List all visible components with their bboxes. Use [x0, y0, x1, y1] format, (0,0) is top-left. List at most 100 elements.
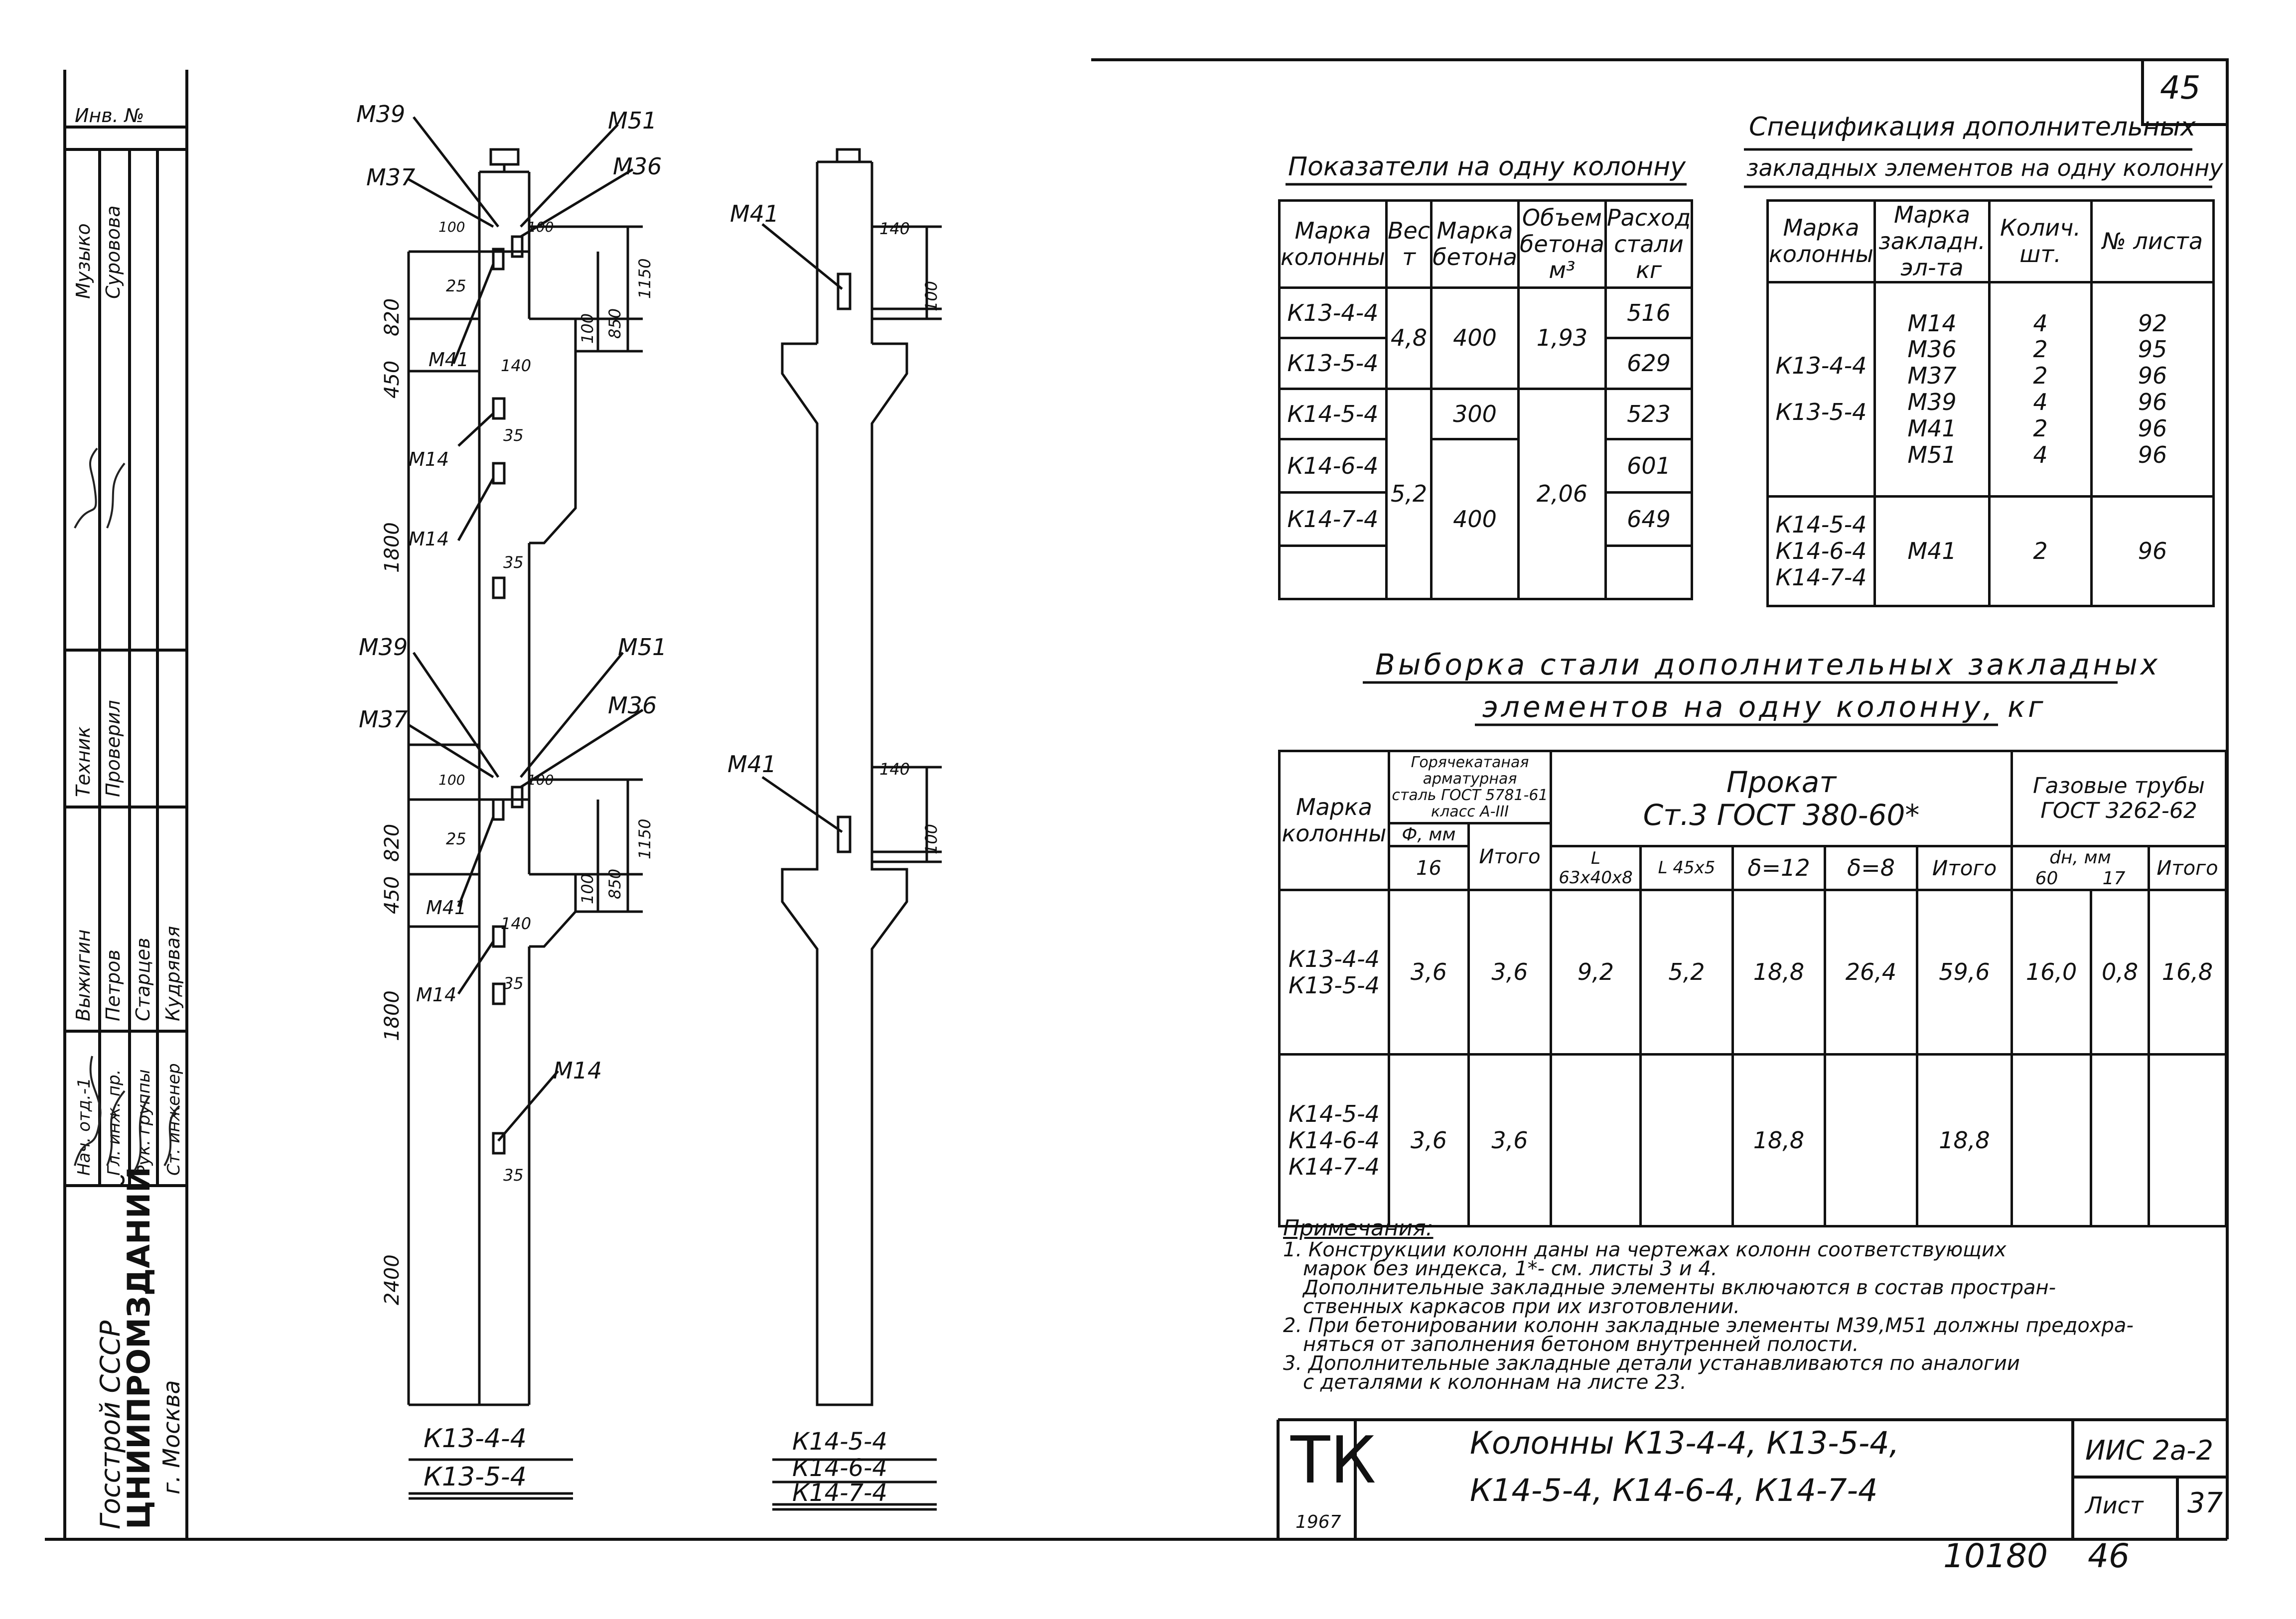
embedded-element-label: М37	[366, 164, 415, 191]
steel-row1-cell: 26,4	[1824, 889, 1918, 1056]
embedded-element-label: М39	[359, 634, 408, 661]
steel-header-rebar-line: класс А-III	[1431, 803, 1509, 820]
spec-element: М41	[1907, 415, 1957, 442]
steel-row1-cell: 0,8	[2090, 889, 2150, 1056]
spec-group1-elements: М14 М36 М37 М39 М41 М51	[1873, 280, 1991, 498]
indicators-header: Марка колонны	[1278, 199, 1388, 289]
embedded-element-label: М41	[730, 200, 779, 227]
embedded-element-label: М14	[409, 528, 449, 550]
organization-name: г. Москва	[158, 1380, 185, 1494]
embedded-element-label: М36	[608, 692, 657, 719]
stamp-name: Старцев	[132, 938, 154, 1021]
spec-qty: 2	[2033, 336, 2048, 363]
embedded-element-label: М36	[613, 153, 662, 180]
indicators-steel: 601	[1604, 438, 1694, 494]
column-caption: К13-5-4	[424, 1462, 527, 1492]
note-line: марок без индекса, 1*- см. листы 3 и 4.	[1303, 1257, 1718, 1280]
indicators-table: Марка колонны Вес т Марка бетона Объем б…	[1278, 199, 1694, 601]
steel-header-rebar-line: сталь ГОСТ 5781-61	[1392, 787, 1548, 804]
embedded-element-label: М14	[409, 448, 449, 470]
note-line: с деталями к колоннам на листе 23.	[1303, 1371, 1687, 1394]
stamp-name: Суровова	[102, 205, 124, 299]
dimension-label: 140	[879, 219, 910, 238]
note-line: 1. Конструкции колонн даны на чертежах к…	[1283, 1238, 2007, 1261]
indicators-concrete: 300	[1430, 387, 1520, 441]
stamp-role: Ст. инженер	[164, 1063, 184, 1176]
embedded-element-label: М51	[608, 107, 657, 134]
organization-name: Госстрой СССР	[95, 1320, 126, 1529]
spec-header: № листа	[2090, 199, 2215, 283]
steel-header-rebar-line: арматурная	[1423, 770, 1517, 788]
steel-title-line2: элементов на одну колонну, кг	[1482, 690, 2046, 724]
spec-mark: К13-5-4	[1775, 399, 1867, 426]
dimension-label: 100	[438, 772, 465, 788]
steel-row1-cell: 3,6	[1467, 889, 1552, 1056]
steel-row1-cell: 18,8	[1731, 889, 1826, 1056]
steel-header-prokat-title: Прокат	[1726, 765, 1837, 799]
indicators-title: Показатели на одну колонну	[1288, 152, 1686, 182]
spec-sheet: 96	[2138, 362, 2167, 390]
dimension-label: 820	[381, 298, 404, 336]
tk-logo: ТК	[1291, 1422, 1376, 1498]
spec-element: М36	[1907, 336, 1957, 363]
spec-group2-sheet: 96	[2090, 495, 2215, 607]
steel-mark: К14-7-4	[1289, 1153, 1380, 1180]
spec-sheet: 96	[2138, 441, 2167, 468]
dimension-label: 1150	[635, 819, 654, 859]
spec-table: Марка колонны Марка закладн. эл-та Колич…	[1766, 199, 2215, 607]
embedded-element-label: М14	[553, 1057, 602, 1084]
stamp-name: Кудрявая	[162, 926, 184, 1021]
steel-header-60: 60	[2035, 868, 2058, 889]
steel-header-mark: Марка колонны	[1278, 749, 1390, 892]
title-block-year: 1967	[1295, 1512, 1341, 1532]
dimension-label: 140	[501, 356, 531, 375]
archive-number: 10180	[1943, 1537, 2048, 1575]
spec-mark: К14-6-4	[1775, 537, 1867, 564]
dimension-label: 100	[922, 824, 941, 854]
spec-qty: 2	[2033, 362, 2048, 390]
dimension-label: 25	[446, 276, 466, 295]
embedded-element-label: М41	[727, 751, 776, 778]
column-caption: К14-5-4	[792, 1428, 887, 1456]
steel-row1-cell: 16,0	[2010, 889, 2093, 1056]
spec-qty: 4	[2033, 389, 2048, 416]
steel-row2-cell: 18,8	[1731, 1053, 1826, 1228]
dimension-label: 100	[922, 281, 941, 311]
spec-qty: 4	[2033, 309, 2048, 337]
embedded-element-label: М41	[429, 349, 469, 371]
steel-header-16: 16	[1388, 845, 1470, 892]
indicators-mark: К14-7-4	[1278, 491, 1388, 547]
spec-sheet: 96	[2138, 415, 2167, 442]
steel-header-angle1: L 63x40x8	[1550, 845, 1642, 892]
steel-header-rebar: Горячекатаная арматурная сталь ГОСТ 5781…	[1388, 750, 1552, 824]
dimension-label: 25	[446, 829, 466, 848]
indicators-steel: 516	[1604, 286, 1694, 340]
steel-row1-cell: 3,6	[1388, 889, 1470, 1056]
steel-header-pipes: Газовые трубы ГОСТ 3262-62	[2010, 749, 2227, 848]
spec-mark: К14-7-4	[1775, 563, 1867, 591]
steel-header-dn-label: dн, мм	[2049, 847, 2111, 868]
page-number-bottom: 46	[2088, 1537, 2130, 1575]
steel-row2-cell: 3,6	[1388, 1053, 1470, 1228]
steel-header-d12: δ=12	[1731, 845, 1826, 892]
spec-header: Марка колонны	[1766, 199, 1876, 283]
dimension-label: 450	[381, 361, 404, 399]
embedded-element-label: М14	[416, 984, 456, 1006]
steel-row2-empty	[2010, 1053, 2093, 1228]
dimension-label: 35	[503, 1166, 524, 1185]
spec-element: М39	[1907, 389, 1957, 416]
stamp-role: Гл. инж. пр.	[104, 1070, 124, 1176]
dimension-label: 450	[381, 876, 404, 914]
indicators-mark: К14-6-4	[1278, 438, 1388, 494]
steel-row1-cell: 9,2	[1550, 889, 1642, 1056]
spec-element: М37	[1907, 362, 1957, 390]
organization-name: ЦНИИПРОМЗДАНИЙ	[121, 1167, 157, 1529]
spec-gap	[1769, 379, 1873, 399]
steel-row2-cell: 3,6	[1467, 1053, 1552, 1228]
steel-header-phi: Ф, мм	[1388, 821, 1470, 848]
stamp-name: Петров	[102, 949, 124, 1021]
